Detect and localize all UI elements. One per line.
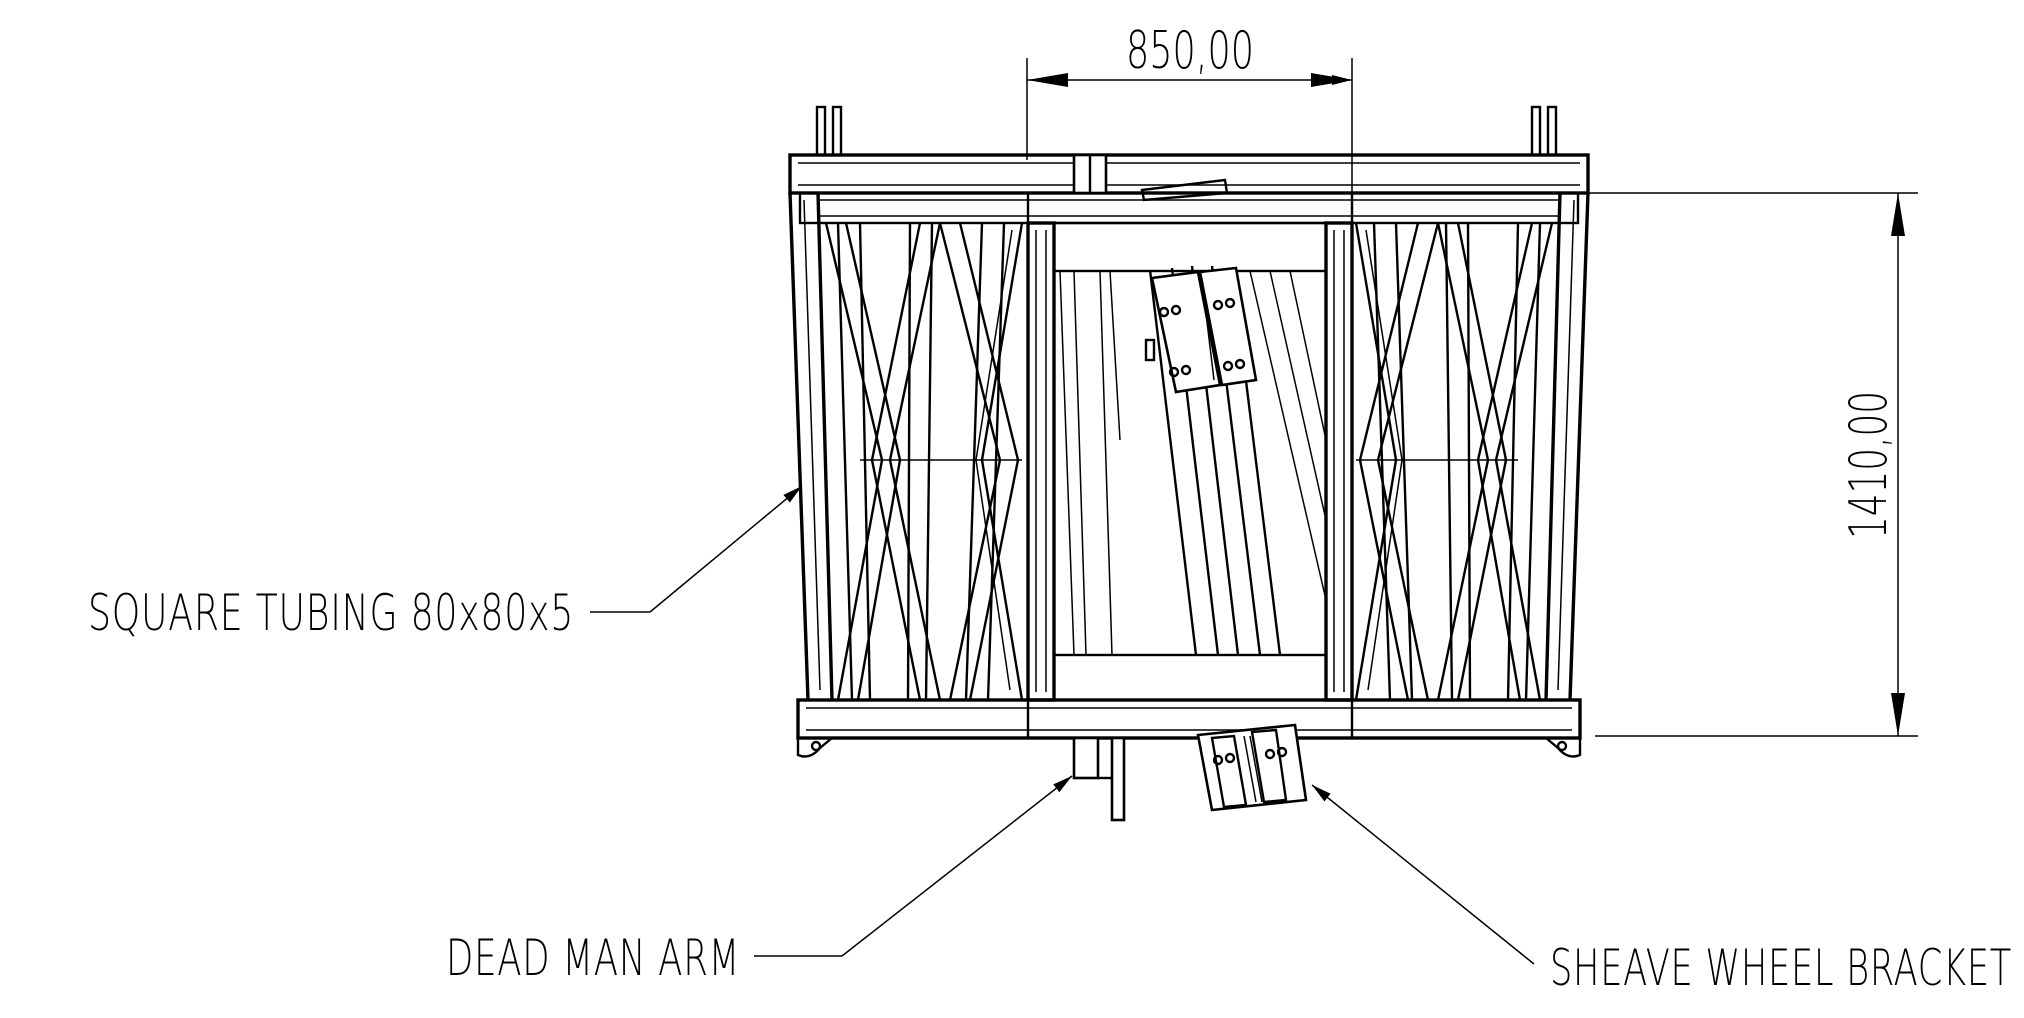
outer-post-left [788,192,834,701]
lifting-lug-left [815,105,843,157]
callout-square-tubing-label: SQUARE TUBING 80x80x5 [88,584,574,642]
dimension-width-label: 850,00 [1126,21,1254,81]
dimension-height: 1410,00 [1588,192,1918,737]
dead-man-arm [1072,153,1126,822]
right-bay-bracing [1354,222,1554,701]
top-beam [788,153,1590,195]
callout-dead-man-arm: DEAD MAN ARM [446,775,1073,987]
sheave-assembly [1140,178,1308,812]
dimension-width: 850,00 [1026,21,1353,193]
inner-post-right [1324,221,1354,702]
bottom-beam [796,698,1582,758]
central-opening [1052,221,1328,702]
left-bay-bracing [824,222,1024,701]
inner-post-left [1026,221,1056,702]
dimension-height-label: 1410,00 [1839,391,1899,539]
outer-post-right [1544,192,1590,701]
frame-structure [788,105,1590,758]
callout-sheave-wheel-bracket: SHEAVE WHEEL BRACKET [1311,784,2012,997]
callout-sheave-wheel-bracket-label: SHEAVE WHEEL BRACKET [1550,939,2012,997]
lifting-lug-right [1530,105,1558,157]
top-chord [798,191,1580,225]
callout-dead-man-arm-label: DEAD MAN ARM [446,929,740,987]
callout-square-tubing: SQUARE TUBING 80x80x5 [88,485,803,642]
